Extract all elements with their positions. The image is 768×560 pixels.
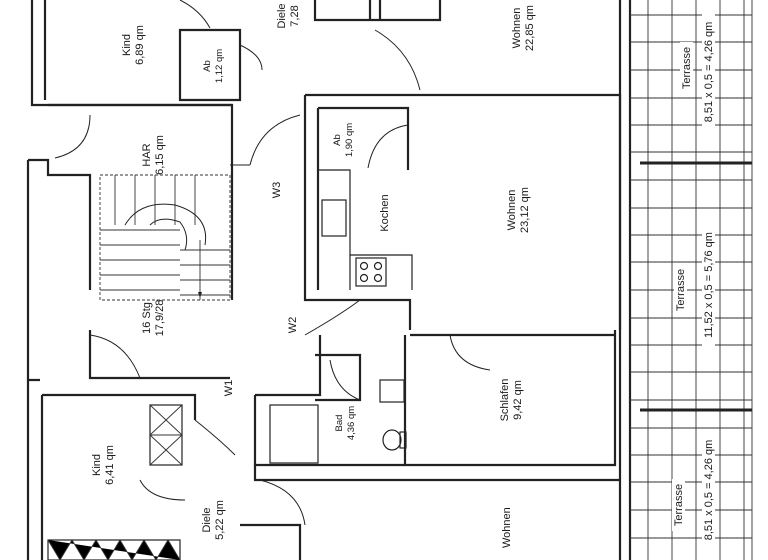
room-name-kochen: Kochen (379, 194, 391, 231)
room-name-kind-top: Kind (121, 34, 133, 56)
room-name-ab-top: Ab (202, 60, 213, 72)
room-name-wohnen-mid: Wohnen (506, 190, 518, 231)
stair-ratio: 17,9/28 (154, 300, 166, 337)
terrace-3-calc: 8,51 x 0,5 = 4,26 qm (703, 440, 715, 541)
terrace-1-calc: 8,51 x 0,5 = 4,26 qm (703, 22, 715, 123)
stair-steps: 16 Stg (141, 302, 153, 334)
wall-label-w3: W3 (271, 182, 283, 199)
room-name-har: HAR (141, 143, 153, 166)
room-name-ab-mid: Ab (332, 134, 343, 146)
room-area-diele-top: 7,28 (289, 5, 301, 26)
room-area-ab-mid: 1,90 qm (344, 123, 355, 157)
room-area-kind-top: 6,89 qm (134, 25, 146, 65)
kitchen-counter (318, 169, 413, 290)
room-labels: Kind 6,89 qm Ab 1,12 qm Diele 7,28 Wohne… (91, 3, 536, 548)
room-name-kind-bottom: Kind (91, 454, 103, 476)
room-name-wohnen-top: Wohnen (511, 8, 523, 49)
doors (54, 0, 491, 526)
room-area-bad: 4,36 qm (346, 406, 357, 440)
room-area-diele-bottom: 5,22 qm (214, 500, 226, 540)
terrace-2-calc: 11,52 x 0,5 = 5,76 qm (703, 232, 715, 338)
walls (26, 0, 632, 560)
room-area-wohnen-mid: 23,12 qm (519, 187, 531, 233)
terrace-labels: Terrasse 8,51 x 0,5 = 4,26 qm Terrasse 1… (672, 12, 715, 550)
staircase (99, 174, 231, 301)
room-name-schlafen: Schlafen (499, 379, 511, 422)
cupboards (47, 404, 183, 560)
terrace-2-name: Terrasse (675, 269, 687, 311)
room-area-schlafen: 9,42 qm (512, 380, 524, 420)
room-name-bad: Bad (334, 415, 345, 432)
room-name-wohnen-bottom: Wohnen (501, 507, 513, 548)
terrace-1-name: Terrasse (681, 47, 693, 89)
terrace-3-name: Terrasse (673, 484, 685, 526)
room-area-har: 6,15 qm (154, 135, 166, 175)
room-area-wohnen-top: 22,85 qm (524, 5, 536, 51)
room-area-kind-bottom: 6,41 qm (104, 445, 116, 485)
bath-fixtures (269, 379, 407, 464)
room-area-ab-top: 1,12 qm (214, 49, 225, 83)
room-name-diele-top: Diele (276, 3, 288, 28)
wall-label-w2: W2 (287, 317, 299, 334)
wall-label-w1: W1 (223, 380, 235, 397)
room-name-diele-bottom: Diele (201, 507, 213, 532)
wall-labels: W3 W2 W1 (223, 182, 299, 397)
